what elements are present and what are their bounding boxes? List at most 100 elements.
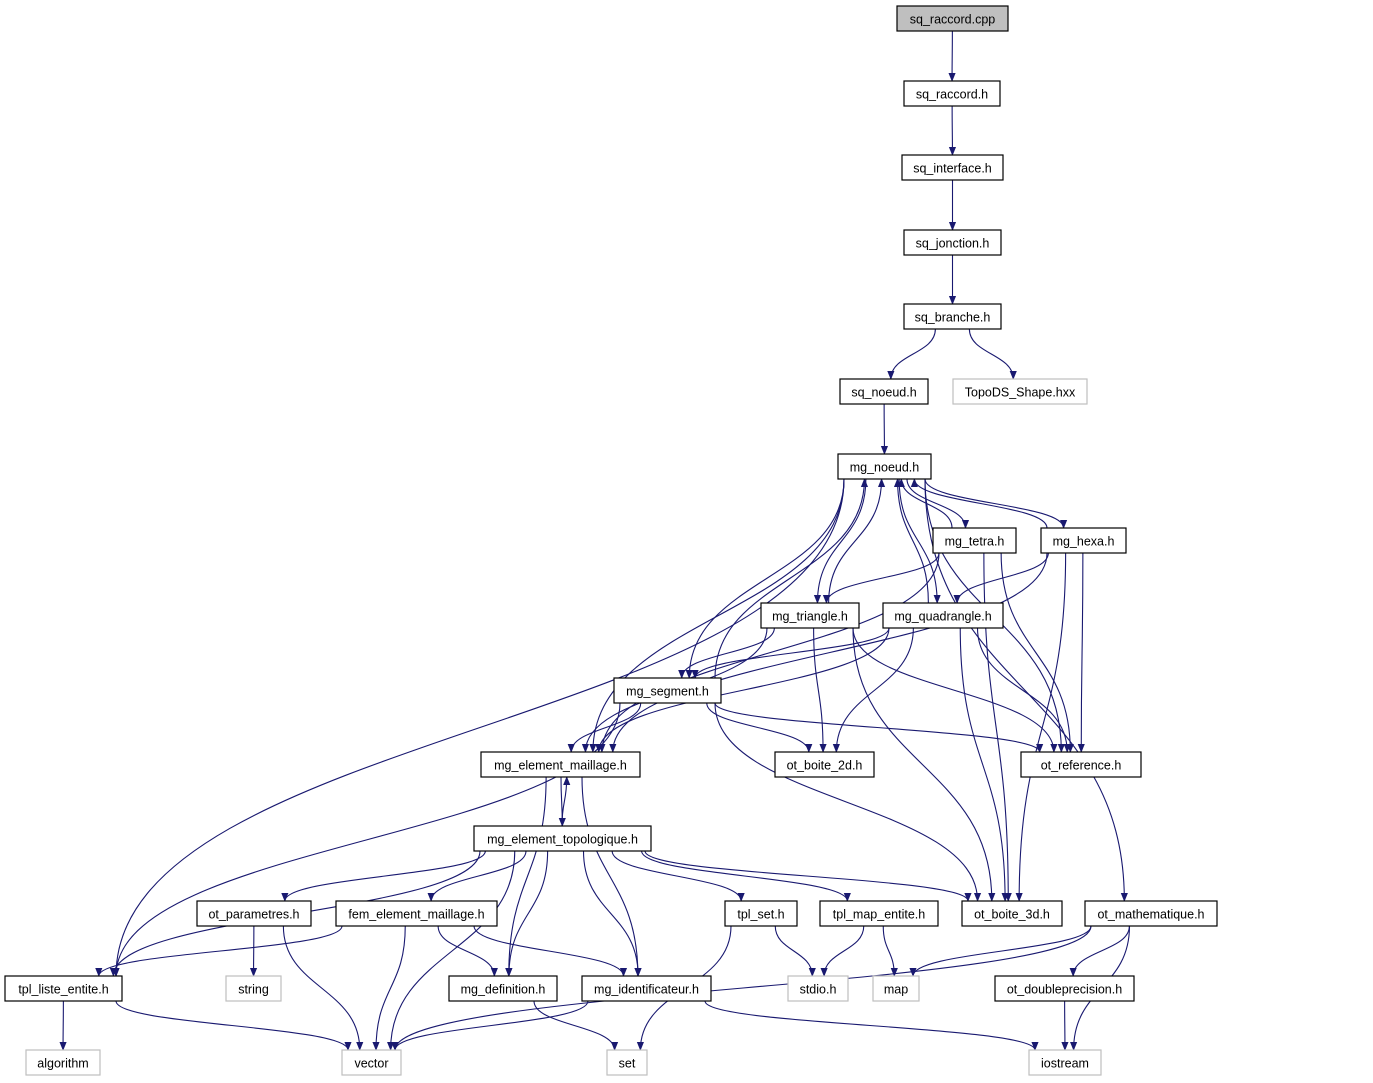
node-mg-noeud-h[interactable]: mg_noeud.h [837,453,932,480]
node-box [872,975,920,1002]
edge-mg_segment_h-to-ot_boite_3d_h [714,702,982,902]
edge-mg_noeud_h-to-ot_mathematique_h [924,478,1128,902]
edge-mg_tetra_h-to-mg_triangle_h [822,552,940,604]
node-label: mg_quadrangle.h [894,610,991,624]
node-tpl-map-entite-h[interactable]: tpl_map_entite.h [819,900,939,927]
edge-mg_hexa_h-to-ot_boite_3d_h [1015,552,1067,902]
node-label: tpl_set.h [737,908,784,922]
edge-mg_element_topologique_h-to-fem_element_maillage_h [427,850,527,902]
node-box [4,975,123,1002]
node-label: TopoDS_Shape.hxx [965,386,1076,400]
node-ot-boite-2d-h[interactable]: ot_boite_2d.h [774,751,875,778]
edge-mg_element_topologique_h-to-mg_identificateur_h [582,850,642,977]
edge-sq_branche_h-to-topods [968,328,1017,380]
node-mg-definition-h[interactable]: mg_definition.h [448,975,558,1002]
node-label: tpl_liste_entite.h [18,983,108,997]
edge-ot_mathematique_h-to-map [909,925,1092,977]
node-mg-hexa-h[interactable]: mg_hexa.h [1040,527,1127,554]
node-mg-element-maillage-h[interactable]: mg_element_maillage.h [480,751,641,778]
node-box [613,677,722,704]
node-label: ot_parametres.h [208,908,299,922]
node-tpl-liste-entite-h[interactable]: tpl_liste_entite.h [4,975,123,1002]
node-label: tpl_map_entite.h [833,908,925,922]
edge-ot_mathematique_h-to-ot_doubleprecision_h [1069,925,1130,977]
edge-mg_noeud_h-to-mg_element_maillage_h [589,478,845,753]
node-mg-quadrangle-h[interactable]: mg_quadrangle.h [882,602,1004,629]
edge-mg_identificateur_h-to-iostream [704,1000,1039,1051]
edge-mg_segment_h-to-ot_boite_2d_h [706,702,813,753]
node-box [606,1049,648,1076]
node-sq-branche-h[interactable]: sq_branche.h [903,303,1002,330]
node-sq-raccord-h[interactable]: sq_raccord.h [903,80,1001,107]
edge-mg_element_topologique_h-to-mg_definition_h [505,850,549,977]
node-box [1084,900,1218,927]
node-box [896,5,1009,32]
node-box [25,1049,101,1076]
node-mg-segment-h[interactable]: mg_segment.h [613,677,722,704]
node-label: ot_reference.h [1041,759,1122,773]
node-label: ot_doubleprecision.h [1007,983,1122,997]
node-label: algorithm [37,1057,88,1071]
edge-mg_triangle_h-to-mg_noeud_h [828,478,886,604]
edge-mg_tetra_h-to-mg_noeud_h [897,478,953,529]
node-box [196,900,312,927]
node-label: vector [354,1057,388,1071]
node-mg-tetra-h[interactable]: mg_tetra.h [932,527,1017,554]
edge-mg_noeud_h-to-mg_quadrangle_h [898,478,941,604]
node-box [952,378,1088,405]
edge-ot_parametres_h-to-vector [282,925,364,1051]
edge-mg_quadrangle_h-to-ot_reference_h [976,627,1071,753]
node-label: sq_noeud.h [851,386,916,400]
node-box [787,975,849,1002]
node-ot-boite-3d-h[interactable]: ot_boite_3d.h [961,900,1063,927]
node-ot-doubleprecision-h[interactable]: ot_doubleprecision.h [994,975,1135,1002]
edge-fem_element_maillage_h-to-mg_identificateur_h [473,925,628,977]
node-label: sq_branche.h [915,311,991,325]
edge-mg_element_maillage_h-to-mg_identificateur_h [581,776,642,977]
edge-sq_branche_h-to-sq_noeud_h [887,328,936,380]
node-tpl-set-h[interactable]: tpl_set.h [724,900,798,927]
node-fem-element-maillage-h[interactable]: fem_element_maillage.h [335,900,498,927]
node-sq-raccord-cpp[interactable]: sq_raccord.cpp [896,5,1009,32]
node-box [581,975,712,1002]
node-label: mg_identificateur.h [594,983,699,997]
edge-mg_triangle_h-to-mg_segment_h [678,627,775,679]
node-ot-parametres-h[interactable]: ot_parametres.h [196,900,312,927]
edge-mg_triangle_h-to-ot_boite_3d_h [852,627,996,902]
edge-mg_noeud_h-to-tpl_liste_entite_h [112,478,845,977]
node-sq-jonction-h[interactable]: sq_jonction.h [903,229,1002,256]
node-mg-identificateur-h[interactable]: mg_identificateur.h [581,975,712,1002]
node-label: string [238,983,269,997]
node-label: mg_hexa.h [1053,535,1115,549]
node-box [335,900,498,927]
node-box [1040,527,1127,554]
node-sq-noeud-h[interactable]: sq_noeud.h [839,378,929,405]
edge-mg_element_topologique_h-to-vector [387,850,516,1051]
edge-mg_element_topologique_h-to-tpl_map_entite_h [641,850,851,902]
node-iostream: iostream [1028,1049,1102,1076]
edge-mg_quadrangle_h-to-ot_boite_2d_h [832,627,914,753]
edge-mg_tetra_h-to-mg_element_maillage_h [598,552,940,753]
node-label: mg_element_topologique.h [487,833,638,847]
node-box [932,527,1017,554]
node-mg-triangle-h[interactable]: mg_triangle.h [760,602,860,629]
node-box [1020,751,1142,778]
node-sq-interface-h[interactable]: sq_interface.h [901,154,1004,181]
node-box [903,303,1002,330]
edge-fem_element_maillage_h-to-vector [372,925,406,1051]
node-ot-reference-h[interactable]: ot_reference.h [1020,751,1142,778]
node-label: sq_raccord.h [916,88,988,102]
node-topods: TopoDS_Shape.hxx [952,378,1088,405]
node-label: set [619,1057,636,1071]
edge-tpl_set_h-to-stdio_h [774,925,816,977]
edge-mg_hexa_h-to-mg_quadrangle_h [953,552,1049,604]
node-ot-mathematique-h[interactable]: ot_mathematique.h [1084,900,1218,927]
node-box [961,900,1063,927]
edge-mg_triangle_h-to-ot_boite_2d_h [813,627,827,753]
node-box [1028,1049,1102,1076]
node-label: sq_jonction.h [916,237,990,251]
node-box [480,751,641,778]
node-label: map [884,983,908,997]
node-mg-element-topologique-h[interactable]: mg_element_topologique.h [473,825,652,852]
edge-tpl_liste_entite_h-to-vector [115,1000,352,1051]
